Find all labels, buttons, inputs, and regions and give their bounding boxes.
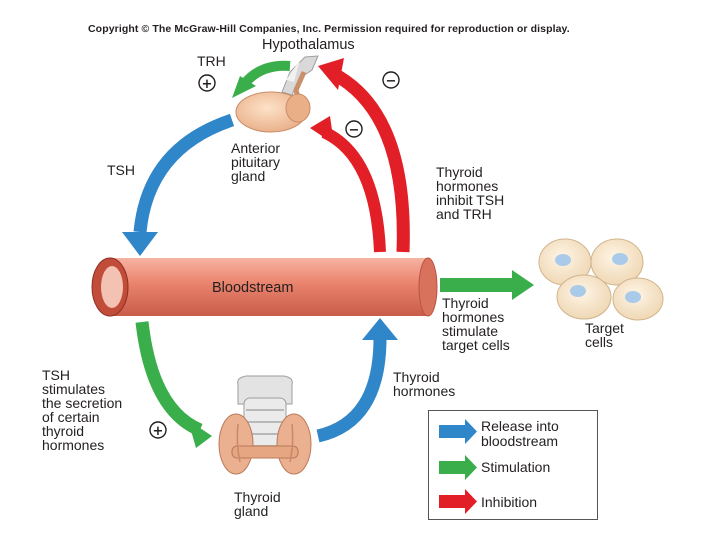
legend-box: Release into bloodstream Stimulation Inh…	[428, 410, 598, 520]
trh-stimulation-arrow	[232, 60, 291, 98]
label-hypothalamus: Hypothalamus	[262, 37, 355, 53]
anterior-pituitary-icon	[235, 91, 311, 133]
thyroid-gland-icon	[218, 375, 312, 475]
plus-sign-tsh: +	[149, 421, 167, 439]
target-stimulation-arrow	[440, 270, 534, 300]
minus-sign-hypothalamus: −	[382, 71, 400, 89]
tsh-release-arrow	[122, 113, 235, 256]
label-trh: TRH	[197, 53, 226, 69]
thyroid-release-arrow	[316, 318, 398, 443]
svg-text:+: +	[153, 424, 164, 439]
target-cells-icon	[538, 238, 664, 321]
svg-text:−: −	[349, 123, 360, 138]
label-anterior-pituitary: Anterior pituitary gland	[231, 140, 281, 184]
plus-sign-trh: +	[198, 74, 216, 92]
label-thyroid-hormones: Thyroid hormones	[393, 369, 456, 399]
legend-stimulation-label: Stimulation	[481, 459, 551, 475]
svg-text:−: −	[386, 74, 397, 89]
label-tsh: TSH	[107, 162, 135, 178]
label-thyroid-inhibit: Thyroid hormones inhibit TSH and TRH	[436, 164, 505, 222]
label-thyroid-gland: Thyroid gland	[234, 489, 281, 519]
minus-sign-pituitary: −	[345, 120, 363, 138]
label-target-cells: Target cells	[585, 320, 624, 350]
svg-text:+: +	[202, 77, 213, 92]
legend-inhibition-arrow	[439, 489, 477, 514]
inhibition-arrows	[310, 58, 410, 253]
copyright-notice: Copyright © The McGraw-Hill Companies, I…	[88, 23, 570, 35]
legend-inhibition-label: Inhibition	[481, 494, 538, 510]
legend-release-label: Release into bloodstream	[481, 418, 559, 449]
bloodstream-vessel	[91, 257, 438, 317]
legend-stimulation-arrow	[439, 455, 477, 480]
label-thyroid-stimulate: Thyroid hormones stimulate target cells	[442, 295, 510, 353]
legend-release-arrow	[439, 419, 477, 444]
label-bloodstream: Bloodstream	[212, 280, 294, 296]
legend-swatches	[439, 419, 477, 514]
tsh-stimulation-arrow	[135, 321, 212, 448]
label-tsh-stimulates: TSH stimulates the secretion of certain …	[42, 367, 123, 453]
